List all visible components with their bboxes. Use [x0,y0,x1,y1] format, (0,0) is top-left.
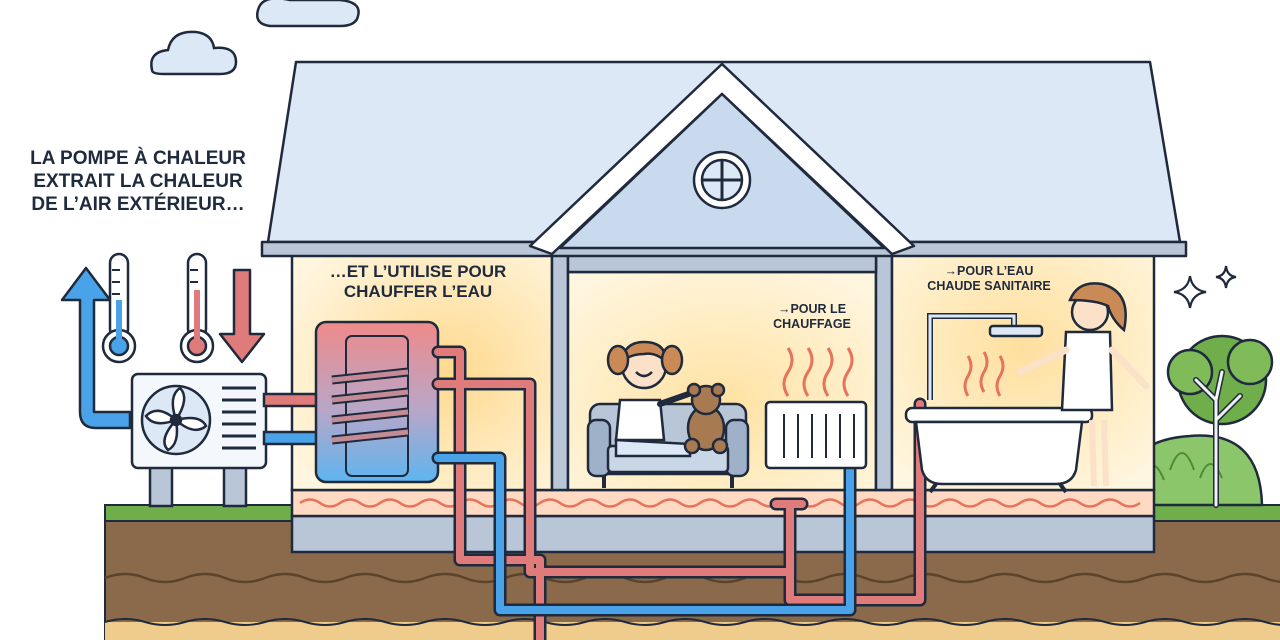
arrow-down-icon [218,268,266,364]
intro-line: EXTRAIT LA CHALEUR [33,170,243,192]
sanitaire-line: CHAUDE SANITAIRE [927,279,1051,293]
teddy-bear [683,382,729,455]
round-window [692,150,752,210]
thermometer-hot-icon [179,252,215,364]
sanitaire-line: →POUR L’EAU [944,264,1034,278]
foundation [290,488,1156,554]
water-tank [314,320,440,484]
cold-pipes [431,451,857,617]
woman [1016,282,1150,487]
intro-label: LA POMPE À CHALEUR EXTRAIT LA CHALEUR DE… [8,148,268,216]
intro-line: DE L’AIR EXTÉRIEUR… [31,193,245,215]
sparkle-icon [1173,265,1237,309]
radiator [764,347,868,470]
cloud-icon [150,30,238,76]
shower [927,313,1044,400]
intro-line: LA POMPE À CHALEUR [30,148,246,169]
bathtub [904,406,1094,494]
tree-icon [1166,334,1274,508]
chauffage-line: CHAUFFAGE [773,317,851,331]
chauffage-label: →POUR LE CHAUFFAGE [756,302,868,332]
fan-icon [140,384,212,456]
girl [606,340,703,458]
utilise-line: …ET L’UTILISE POUR [329,262,507,281]
utilise-label: …ET L’UTILISE POUR CHAUFFER L’EAU [298,262,538,303]
thermometer-cold-icon [101,252,137,364]
sanitaire-label: →POUR L’EAU CHAUDE SANITAIRE [904,264,1074,294]
chauffage-line: →POUR LE [777,302,847,316]
utilise-line: CHAUFFER L’EAU [343,282,493,302]
arrow-up-icon [60,266,132,430]
cloud-icon [256,0,360,28]
